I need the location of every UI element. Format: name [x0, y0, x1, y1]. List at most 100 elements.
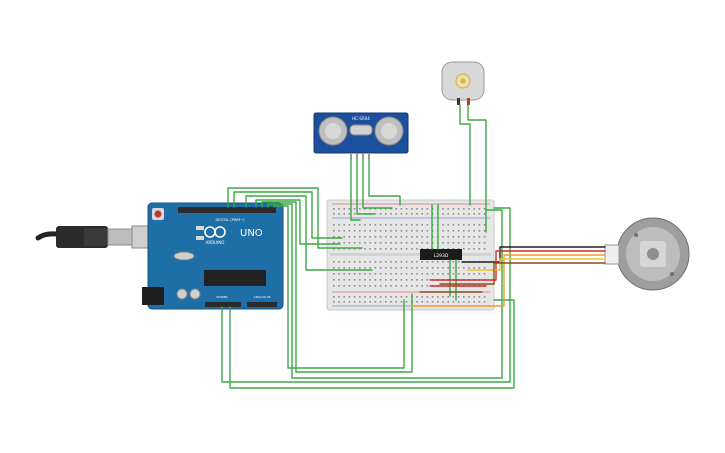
breadboard-hole[interactable]	[390, 261, 392, 263]
wire-sensor-trig[interactable]	[356, 158, 375, 215]
breadboard-hole[interactable]	[333, 213, 335, 215]
breadboard-hole[interactable]	[364, 230, 366, 232]
breadboard-hole[interactable]	[411, 230, 413, 232]
breadboard-hole[interactable]	[473, 242, 475, 244]
breadboard-hole[interactable]	[426, 224, 429, 226]
breadboard-hole[interactable]	[431, 273, 434, 275]
breadboard-hole[interactable]	[343, 301, 345, 303]
wire-d-7[interactable]	[273, 205, 405, 369]
breadboard-hole[interactable]	[452, 236, 455, 238]
breadboard-hole[interactable]	[405, 279, 408, 281]
breadboard-hole[interactable]	[385, 213, 387, 215]
breadboard-hole[interactable]	[421, 285, 423, 287]
breadboard-hole[interactable]	[343, 248, 345, 250]
breadboard-hole[interactable]	[411, 273, 413, 275]
breadboard-hole[interactable]	[353, 248, 356, 250]
breadboard-hole[interactable]	[473, 296, 475, 298]
breadboard-hole[interactable]	[405, 261, 408, 263]
breadboard-hole[interactable]	[359, 267, 361, 269]
breadboard-hole[interactable]	[400, 213, 403, 215]
breadboard-hole[interactable]	[447, 301, 449, 303]
breadboard-hole[interactable]	[348, 267, 351, 269]
breadboard-hole[interactable]	[463, 296, 465, 298]
breadboard-hole[interactable]	[421, 273, 423, 275]
breadboard-hole[interactable]	[379, 279, 382, 281]
breadboard-hole[interactable]	[379, 248, 382, 250]
breadboard-hole[interactable]	[442, 230, 444, 232]
breadboard-hole[interactable]	[463, 208, 465, 210]
analog-header[interactable]	[247, 302, 277, 307]
breadboard-hole[interactable]	[405, 242, 408, 244]
breadboard-hole[interactable]	[478, 296, 481, 298]
breadboard-hole[interactable]	[411, 236, 413, 238]
breadboard-hole[interactable]	[379, 273, 382, 275]
breadboard-hole[interactable]	[369, 224, 371, 226]
breadboard-hole[interactable]	[385, 208, 387, 210]
breadboard-hole[interactable]	[379, 285, 382, 287]
breadboard-hole[interactable]	[364, 273, 366, 275]
breadboard-hole[interactable]	[364, 279, 366, 281]
breadboard-hole[interactable]	[431, 296, 434, 298]
breadboard-hole[interactable]	[379, 267, 382, 269]
breadboard-hole[interactable]	[348, 230, 351, 232]
breadboard-hole[interactable]	[452, 208, 455, 210]
breadboard-hole[interactable]	[478, 236, 481, 238]
breadboard-hole[interactable]	[343, 236, 345, 238]
dc-motor[interactable]	[441, 61, 485, 105]
breadboard-hole[interactable]	[478, 273, 481, 275]
breadboard-hole[interactable]	[400, 236, 403, 238]
breadboard-hole[interactable]	[411, 261, 413, 263]
breadboard-hole[interactable]	[385, 261, 387, 263]
breadboard-hole[interactable]	[395, 236, 397, 238]
breadboard-hole[interactable]	[348, 208, 351, 210]
breadboard-hole[interactable]	[463, 267, 465, 269]
breadboard-hole[interactable]	[426, 208, 429, 210]
gear-motor[interactable]	[604, 217, 690, 291]
breadboard-hole[interactable]	[416, 296, 418, 298]
breadboard-hole[interactable]	[353, 267, 356, 269]
breadboard-hole[interactable]	[473, 236, 475, 238]
breadboard-hole[interactable]	[400, 261, 403, 263]
breadboard[interactable]	[326, 199, 495, 311]
breadboard-hole[interactable]	[338, 248, 340, 250]
breadboard-hole[interactable]	[421, 279, 423, 281]
breadboard-hole[interactable]	[338, 279, 340, 281]
breadboard-hole[interactable]	[405, 236, 408, 238]
breadboard-hole[interactable]	[395, 301, 397, 303]
motor-driver-chip[interactable]: L293D	[420, 249, 462, 260]
breadboard-hole[interactable]	[468, 248, 470, 250]
breadboard-hole[interactable]	[416, 208, 418, 210]
breadboard-hole[interactable]	[442, 236, 444, 238]
arduino-uno-board[interactable]: DIGITAL (PWM~) UNO ARDUINO POWER ANALOG …	[142, 202, 284, 310]
breadboard-hole[interactable]	[457, 248, 460, 250]
wire-gear-orange[interactable]	[411, 254, 606, 307]
breadboard-hole[interactable]	[343, 279, 345, 281]
breadboard-hole[interactable]	[447, 242, 449, 244]
breadboard-hole[interactable]	[452, 242, 455, 244]
wire-d-5[interactable]	[261, 201, 413, 373]
breadboard-hole[interactable]	[395, 296, 397, 298]
breadboard-hole[interactable]	[353, 296, 356, 298]
breadboard-hole[interactable]	[359, 208, 361, 210]
breadboard-hole[interactable]	[452, 224, 455, 226]
breadboard-hole[interactable]	[452, 296, 455, 298]
wire-d-1[interactable]	[227, 187, 363, 249]
breadboard-hole[interactable]	[359, 261, 361, 263]
breadboard-hole[interactable]	[463, 213, 465, 215]
breadboard-hole[interactable]	[426, 242, 429, 244]
breadboard-hole[interactable]	[411, 248, 413, 250]
breadboard-hole[interactable]	[338, 267, 340, 269]
breadboard-hole[interactable]	[452, 230, 455, 232]
wire-sensor-echo[interactable]	[362, 158, 393, 209]
breadboard-hole[interactable]	[411, 242, 413, 244]
breadboard-hole[interactable]	[374, 208, 377, 210]
breadboard-hole[interactable]	[473, 248, 475, 250]
breadboard-hole[interactable]	[473, 230, 475, 232]
breadboard-hole[interactable]	[348, 224, 351, 226]
breadboard-hole[interactable]	[353, 242, 356, 244]
breadboard-hole[interactable]	[343, 208, 345, 210]
breadboard-hole[interactable]	[364, 208, 366, 210]
breadboard-hole[interactable]	[374, 261, 377, 263]
breadboard-hole[interactable]	[421, 248, 423, 250]
breadboard-hole[interactable]	[338, 230, 340, 232]
